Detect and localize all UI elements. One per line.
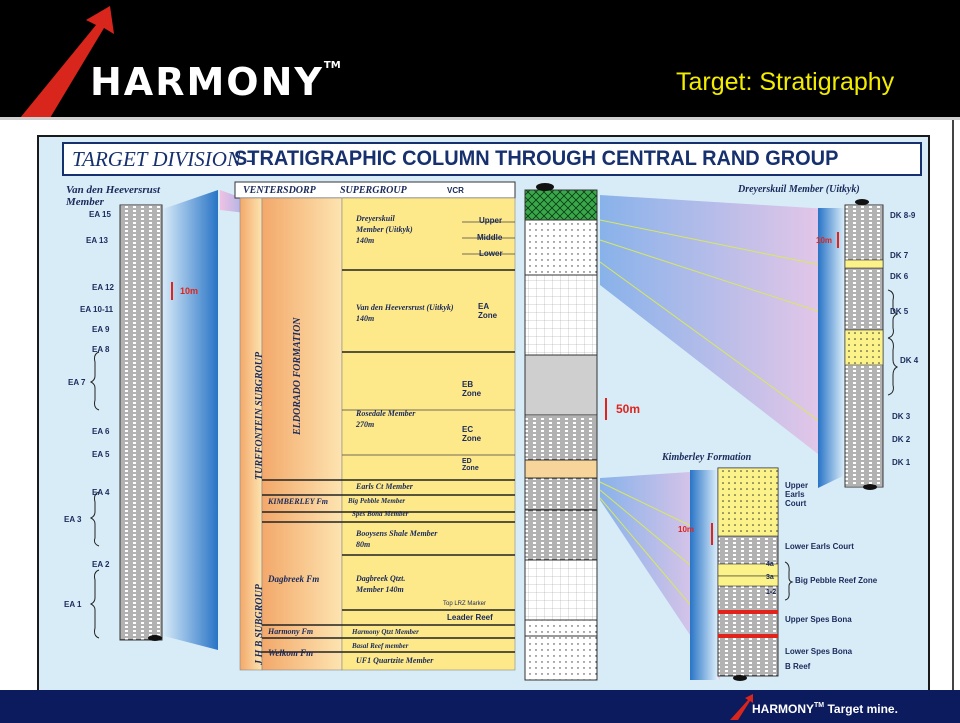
figure-title-main: STRATIGRAPHIC COLUMN THROUGH CENTRAL RAN…	[234, 147, 839, 170]
middle-scale-label: 50m	[616, 402, 641, 416]
leader-reef-label: Leader Reef	[447, 613, 493, 622]
dagbreek-fm-label: Dagbreek Fm	[268, 574, 320, 584]
left-column	[119, 204, 163, 641]
right-unit: DK 5	[890, 307, 909, 316]
booysens-label: Booysens Shale Member 80m	[356, 529, 438, 549]
footer-bar	[0, 690, 960, 723]
arrow-logo-icon	[20, 6, 114, 118]
left-unit: EA 4	[92, 488, 110, 497]
kimberley-unit: Lower Earls Court	[785, 542, 854, 551]
right-unit: DK 3	[892, 412, 911, 421]
big-pebble-label: Big Pebble Member	[348, 497, 406, 505]
left-unit: EA 7	[68, 378, 86, 387]
spes-bona-label: Spes Bona Member	[352, 510, 409, 518]
slide-header	[0, 0, 960, 117]
uf1-label: UF1 Quartzite Member	[356, 656, 434, 665]
figure-title-prefix: TARGET DIVISION -	[72, 147, 254, 171]
right-unit: DK 6	[890, 272, 909, 281]
welkom-fm-label: Welkom Fm	[268, 648, 314, 658]
vcr-label: VCR	[447, 186, 464, 195]
kimberley-header: Kimberley Formation	[662, 452, 752, 463]
harmony-logo: HARMONYTM	[90, 60, 341, 104]
eldorado-label: ELDORADO FORMATION	[292, 317, 303, 435]
slide-title: Target: Stratigraphy	[676, 68, 895, 96]
ec-zone-label: EC Zone	[462, 425, 482, 443]
right-header: Dreyerskuil Member (Uitkyk)	[738, 184, 860, 195]
harmony-qtzt-label: Harmony Qtzt Member	[352, 628, 419, 636]
turffontein-label: TURFFONTEIN SUBGROUP	[254, 351, 265, 480]
left-unit: EA 5	[92, 450, 110, 459]
kimberley-unit: Lower Spes Bona	[785, 647, 853, 656]
kimberley-sub: 1-2	[766, 589, 777, 596]
rosedale-label: Rosedale Member 270m	[356, 409, 416, 429]
formation-band	[261, 197, 343, 671]
left-unit: EA 13	[86, 236, 108, 245]
lower-label: Lower	[479, 249, 503, 258]
kimberley-sub: 4a	[766, 561, 774, 568]
left-unit: EA 6	[92, 427, 110, 436]
left-unit: EA 9	[92, 325, 110, 334]
footer-arrow-icon	[730, 694, 753, 720]
left-header: Van den Heeversrust Member	[66, 184, 161, 208]
kimberley-unit: Upper Earls Court	[785, 481, 809, 508]
ventersdorp-label: VENTERSDORP	[243, 185, 316, 196]
right-unit: DK 7	[890, 251, 909, 260]
jhb-label: J H B SUBGROUP	[254, 584, 265, 665]
ed-zone-label: ED Zone	[462, 458, 479, 472]
right-pink-fan	[600, 195, 845, 475]
vcr-lava	[524, 189, 598, 221]
footer-tagline: HARMONYTM Target mine.	[752, 702, 898, 716]
kimberley-unit: Big Pebble Reef Zone	[795, 576, 878, 585]
header-divider	[0, 117, 960, 120]
harmony-fm-label: Harmony Fm	[268, 627, 314, 636]
basal-reef-label: Basal Reef member	[352, 642, 409, 650]
right-blue-fan	[818, 208, 845, 488]
left-unit: EA 10-11	[80, 305, 114, 314]
left-unit: EA 12	[92, 283, 114, 292]
right-unit: DK 8-9	[890, 211, 916, 220]
left-unit: EA 8	[92, 345, 110, 354]
supergroup-label: SUPERGROUP	[340, 185, 407, 196]
kimberley-scale-label: 10m	[678, 525, 695, 534]
kimberley-blue-fan	[690, 470, 718, 680]
vdh-label: Van den Heeversrust (Uitkyk) 140m	[356, 303, 454, 323]
right-unit: DK 4	[900, 356, 919, 365]
footer-tm: TM	[814, 702, 825, 709]
left-unit: EA 15	[89, 210, 111, 219]
left-column-base	[148, 635, 162, 641]
left-unit: EA 1	[64, 600, 82, 609]
logo-tm: TM	[323, 60, 341, 71]
kimberley-unit: Upper Spes Bona	[785, 615, 852, 624]
left-unit: EA 3	[64, 515, 82, 524]
figure-title: TARGET DIVISION - STRATIGRAPHIC COLUMN T…	[62, 142, 922, 176]
member-band	[341, 197, 516, 671]
logo-text: HARMONY	[90, 60, 324, 104]
dagbreek-label: Dagbreek Qtzt. Member 140m	[356, 574, 406, 594]
eb-zone-label: EB Zone	[462, 380, 482, 398]
right-scale-label: 10m	[816, 236, 833, 245]
left-fan	[160, 190, 218, 650]
kimberley-fm-label: KIMBERLEY Fm	[268, 497, 328, 506]
top-lrz-label: Top LRZ Marker	[443, 601, 487, 607]
right-border	[952, 120, 954, 700]
earls-ct-label: Earls Ct Member	[356, 482, 413, 491]
footer-text: Target mine.	[827, 702, 898, 716]
left-scale-label: 10m	[180, 286, 199, 296]
right-unit: DK 1	[892, 458, 911, 467]
kimberley-unit: B Reef	[785, 662, 811, 671]
footer-brand: HARMONY	[752, 702, 814, 716]
upper-label: Upper	[479, 216, 503, 225]
dreyerskuil-label: Dreyerskuil Member (Uitkyk) 140m	[356, 214, 413, 245]
left-unit: EA 2	[92, 560, 110, 569]
ea-zone-label: EA Zone	[478, 302, 498, 320]
right-unit: DK 2	[892, 435, 911, 444]
middle-label: Middle	[477, 233, 503, 242]
kimberley-sub: 3a	[766, 574, 774, 581]
